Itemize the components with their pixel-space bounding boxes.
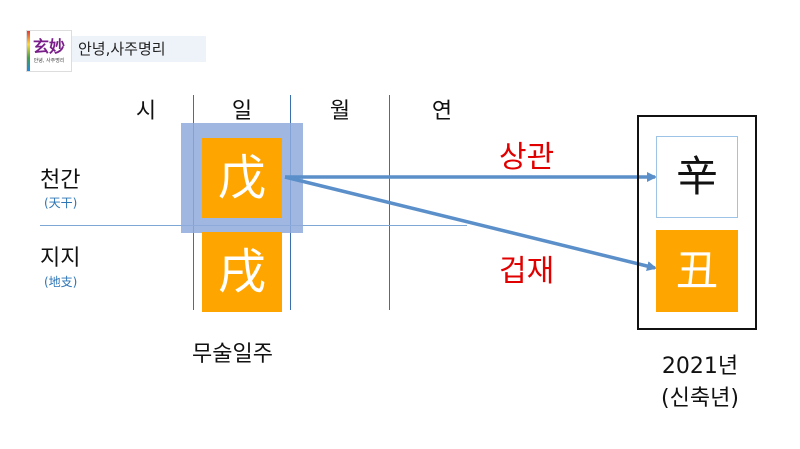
- arrow-to-year-branch: [284, 175, 657, 271]
- year-branch: 丑: [656, 230, 738, 312]
- column-hour: 시: [135, 99, 157, 124]
- row-label-stem: 천간: [40, 168, 81, 193]
- day-stem: 戊: [202, 138, 282, 218]
- column-year: 연: [431, 99, 453, 124]
- row-label-branch: 지지: [40, 246, 81, 271]
- logo-subtitle: 안녕, 사주명리: [33, 58, 65, 64]
- column-month: 월: [329, 99, 351, 124]
- relation-lower: 겁재: [499, 254, 555, 289]
- row-sub-stem: (天干): [44, 196, 78, 210]
- day-pillar-caption: 무술일주: [192, 342, 273, 367]
- day-branch: 戌: [202, 232, 282, 312]
- logo-title: 玄妙: [32, 37, 65, 56]
- column-day: 일: [231, 99, 253, 124]
- relation-upper: 상관: [499, 140, 555, 175]
- year-pillar-box: [637, 115, 757, 330]
- year-number: 2021년: [661, 354, 739, 379]
- logo-color-bar: [27, 31, 30, 71]
- year-stem: 辛: [656, 136, 738, 218]
- year-name: (신축년): [661, 386, 739, 411]
- logo: 玄妙 안녕, 사주명리: [26, 30, 72, 72]
- row-sub-branch: (地支): [44, 275, 78, 289]
- brand-name: 안녕,사주명리: [72, 36, 206, 62]
